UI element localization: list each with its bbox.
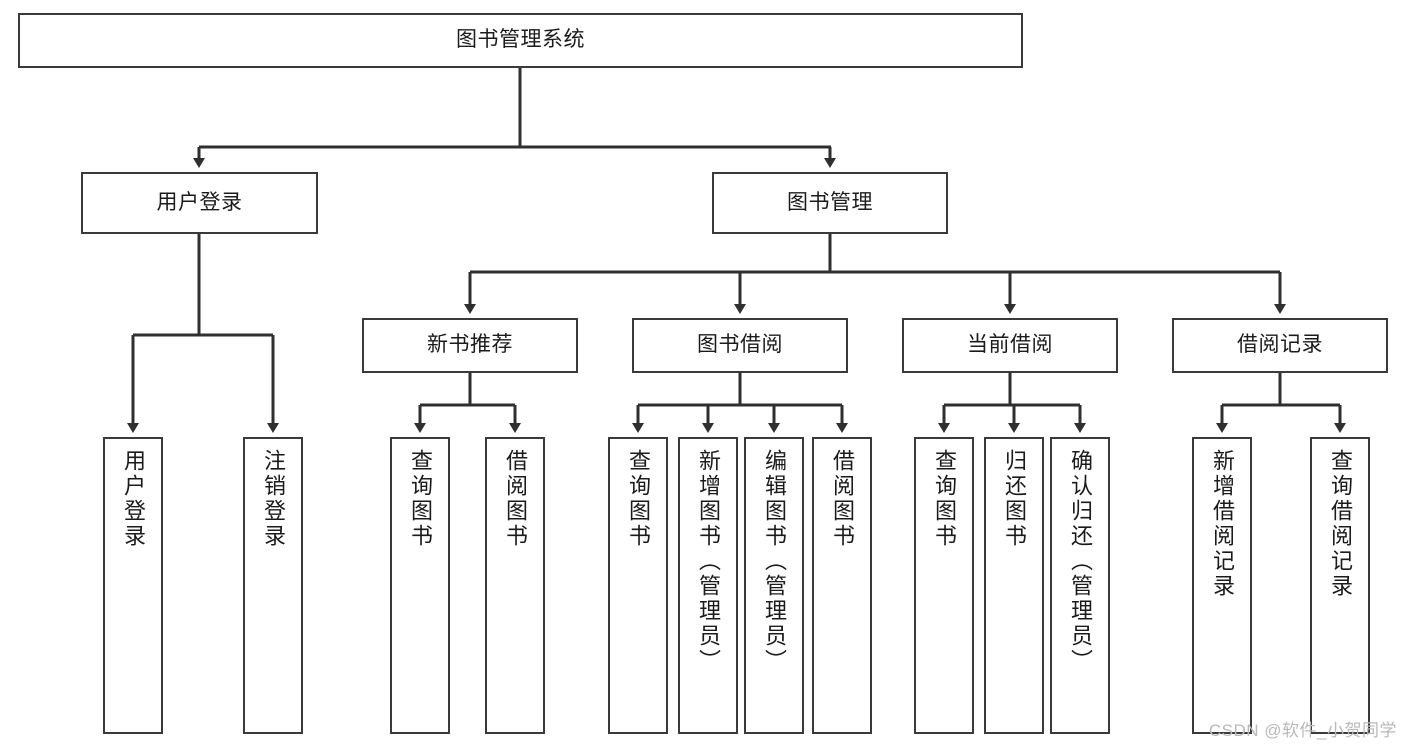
node-root[interactable]: 图书管理系统 — [18, 13, 1023, 68]
leaf-borrow-book-recommend-label: 借阅图书 — [503, 449, 528, 549]
leaf-query-book-recommend[interactable]: 查询图书 — [390, 437, 450, 734]
leaf-add-book-admin-label: 新增图书（管理员） — [696, 449, 721, 674]
leaf-borrow-book-recommend[interactable]: 借阅图书 — [485, 437, 545, 734]
node-book-borrow-label: 图书借阅 — [697, 333, 783, 357]
node-book-manage[interactable]: 图书管理 — [712, 172, 948, 234]
leaf-edit-book-admin[interactable]: 编辑图书（管理员） — [744, 437, 804, 734]
leaf-query-borrow-record-label: 查询借阅记录 — [1328, 449, 1353, 599]
node-book-borrow[interactable]: 图书借阅 — [632, 318, 848, 373]
leaf-user-logout-label: 注销登录 — [261, 449, 286, 549]
leaf-user-logout[interactable]: 注销登录 — [243, 437, 303, 734]
leaf-return-book-label: 归还图书 — [1002, 449, 1027, 549]
leaf-query-book-current-label: 查询图书 — [932, 449, 957, 549]
leaf-edit-book-admin-label: 编辑图书（管理员） — [762, 449, 787, 674]
node-borrow-record[interactable]: 借阅记录 — [1172, 318, 1388, 373]
leaf-query-book-borrow[interactable]: 查询图书 — [608, 437, 668, 734]
leaf-query-book-borrow-label: 查询图书 — [626, 449, 651, 549]
node-new-book-recommend[interactable]: 新书推荐 — [362, 318, 578, 373]
node-current-borrow-label: 当前借阅 — [967, 333, 1053, 357]
leaf-user-login-label: 用户登录 — [121, 449, 146, 549]
leaf-confirm-return-admin-label: 确认归还（管理员） — [1068, 449, 1093, 674]
leaf-query-borrow-record[interactable]: 查询借阅记录 — [1310, 437, 1370, 734]
node-root-label: 图书管理系统 — [456, 28, 585, 52]
watermark-text: CSDN @软件_小贺同学 — [1208, 721, 1397, 740]
leaf-add-borrow-record[interactable]: 新增借阅记录 — [1192, 437, 1252, 734]
leaf-user-login[interactable]: 用户登录 — [103, 437, 163, 734]
leaf-add-borrow-record-label: 新增借阅记录 — [1210, 449, 1235, 599]
leaf-query-book-current[interactable]: 查询图书 — [914, 437, 974, 734]
leaf-borrow-book-label: 借阅图书 — [830, 449, 855, 549]
leaf-add-book-admin[interactable]: 新增图书（管理员） — [678, 437, 738, 734]
node-borrow-record-label: 借阅记录 — [1237, 333, 1323, 357]
node-new-book-recommend-label: 新书推荐 — [427, 333, 513, 357]
node-book-manage-label: 图书管理 — [787, 190, 873, 214]
leaf-borrow-book[interactable]: 借阅图书 — [812, 437, 872, 734]
leaf-confirm-return-admin[interactable]: 确认归还（管理员） — [1050, 437, 1110, 734]
leaf-return-book[interactable]: 归还图书 — [984, 437, 1044, 734]
leaf-query-book-recommend-label: 查询图书 — [408, 449, 433, 549]
node-current-borrow[interactable]: 当前借阅 — [902, 318, 1118, 373]
node-user-login-label: 用户登录 — [156, 190, 243, 214]
node-user-login[interactable]: 用户登录 — [81, 172, 318, 234]
